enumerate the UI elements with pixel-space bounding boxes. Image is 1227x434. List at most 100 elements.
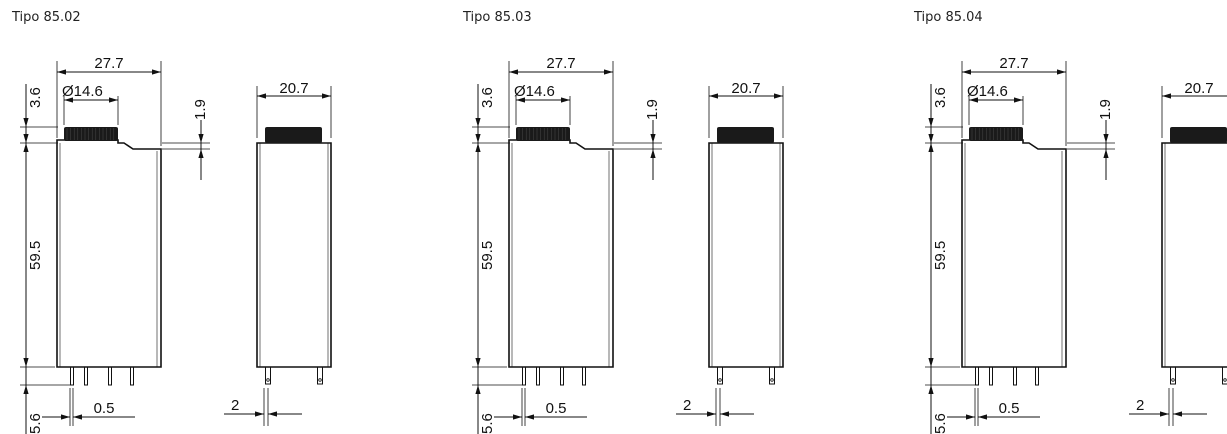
arrowhead bbox=[1014, 97, 1023, 103]
cap-height-label: 3.6 bbox=[932, 87, 949, 108]
pin-hole bbox=[718, 378, 722, 382]
body-height-label: 59.5 bbox=[479, 241, 496, 270]
pin-front bbox=[975, 366, 979, 386]
arrowhead bbox=[23, 134, 29, 143]
arrowhead bbox=[720, 411, 729, 417]
knob-cap-front bbox=[64, 127, 118, 141]
arrowhead bbox=[928, 143, 934, 152]
arrowhead bbox=[1103, 149, 1109, 158]
arrowhead bbox=[604, 69, 613, 75]
arrowhead bbox=[475, 134, 481, 143]
cap-height-label: 3.6 bbox=[479, 87, 496, 108]
knob-cap-side bbox=[1170, 127, 1227, 143]
pin-front bbox=[522, 366, 526, 386]
width-label: 27.7 bbox=[999, 55, 1028, 72]
side-pin-label: 2 bbox=[1136, 397, 1144, 414]
arrowhead bbox=[1160, 411, 1169, 417]
panel-title-85-02: Tipo 85.02 bbox=[12, 10, 81, 25]
arrowhead bbox=[509, 69, 518, 75]
body-height-label: 59.5 bbox=[932, 241, 949, 270]
pin-hole bbox=[770, 378, 774, 382]
relay-body-front bbox=[961, 139, 1067, 368]
pin-side bbox=[1170, 366, 1176, 385]
arrowhead bbox=[23, 118, 29, 127]
side-width-label: 20.7 bbox=[279, 80, 308, 97]
knob-cap-front bbox=[516, 127, 570, 141]
arrowhead bbox=[525, 414, 534, 420]
knob-cap-side bbox=[717, 127, 774, 143]
pin-length-label: 5.6 bbox=[479, 413, 496, 434]
side-pin-label: 2 bbox=[231, 397, 239, 414]
arrowhead bbox=[969, 97, 978, 103]
arrowhead bbox=[516, 97, 525, 103]
side-width-label: 20.7 bbox=[731, 80, 760, 97]
arrowhead bbox=[928, 118, 934, 127]
pin-front bbox=[84, 366, 88, 386]
relay-body-front bbox=[508, 139, 614, 368]
knob-cap-side bbox=[265, 127, 322, 143]
arrowhead bbox=[23, 358, 29, 367]
arrowhead bbox=[561, 97, 570, 103]
arrowhead bbox=[962, 69, 971, 75]
pin-front bbox=[70, 366, 74, 386]
arrowhead bbox=[255, 411, 264, 417]
pin-front bbox=[1035, 366, 1039, 386]
arrowhead bbox=[23, 385, 29, 394]
arrowhead bbox=[198, 149, 204, 158]
diameter-label: Ø14.6 bbox=[514, 83, 555, 100]
arrowhead bbox=[61, 414, 70, 420]
arrowhead bbox=[57, 69, 66, 75]
arrowhead bbox=[650, 134, 656, 143]
side-width-label: 20.7 bbox=[1184, 80, 1213, 97]
pin-front bbox=[108, 366, 112, 386]
panel-title-85-03: Tipo 85.03 bbox=[463, 10, 532, 25]
width-label: 27.7 bbox=[546, 55, 575, 72]
knob-cap-front bbox=[969, 127, 1023, 141]
pin-width-label: 0.5 bbox=[94, 400, 115, 417]
arrowhead bbox=[322, 93, 331, 99]
pin-width-label: 0.5 bbox=[999, 400, 1020, 417]
pin-front bbox=[130, 366, 134, 386]
relay-body-side bbox=[256, 142, 332, 368]
step-label: 1.9 bbox=[1097, 99, 1114, 120]
arrowhead bbox=[978, 414, 987, 420]
pin-side bbox=[1222, 366, 1227, 385]
arrowhead bbox=[64, 97, 73, 103]
pin-hole bbox=[266, 378, 270, 382]
pin-side bbox=[265, 366, 271, 385]
arrowhead bbox=[475, 143, 481, 152]
pin-length-label: 5.6 bbox=[27, 413, 44, 434]
arrowhead bbox=[1057, 69, 1066, 75]
pin-length-label: 5.6 bbox=[932, 413, 949, 434]
pin-hole bbox=[1223, 378, 1227, 382]
pin-hole bbox=[318, 378, 322, 382]
pin-front bbox=[560, 366, 564, 386]
relay-body-side bbox=[1161, 142, 1227, 368]
arrowhead bbox=[475, 385, 481, 394]
arrowhead bbox=[707, 411, 716, 417]
pin-side bbox=[717, 366, 723, 385]
arrowhead bbox=[928, 358, 934, 367]
step-label: 1.9 bbox=[192, 99, 209, 120]
relay-body-front bbox=[56, 139, 162, 368]
arrowhead bbox=[966, 414, 975, 420]
diameter-label: Ø14.6 bbox=[967, 83, 1008, 100]
pin-front bbox=[582, 366, 586, 386]
arrowhead bbox=[109, 97, 118, 103]
pin-side bbox=[769, 366, 775, 385]
arrowhead bbox=[268, 411, 277, 417]
arrowhead bbox=[23, 143, 29, 152]
arrowhead bbox=[513, 414, 522, 420]
arrowhead bbox=[709, 93, 718, 99]
diameter-label: Ø14.6 bbox=[62, 83, 103, 100]
pin-side bbox=[317, 366, 323, 385]
pin-front bbox=[1013, 366, 1017, 386]
arrowhead bbox=[152, 69, 161, 75]
arrowhead bbox=[198, 134, 204, 143]
arrowhead bbox=[1173, 411, 1182, 417]
step-label: 1.9 bbox=[644, 99, 661, 120]
side-pin-label: 2 bbox=[683, 397, 691, 414]
